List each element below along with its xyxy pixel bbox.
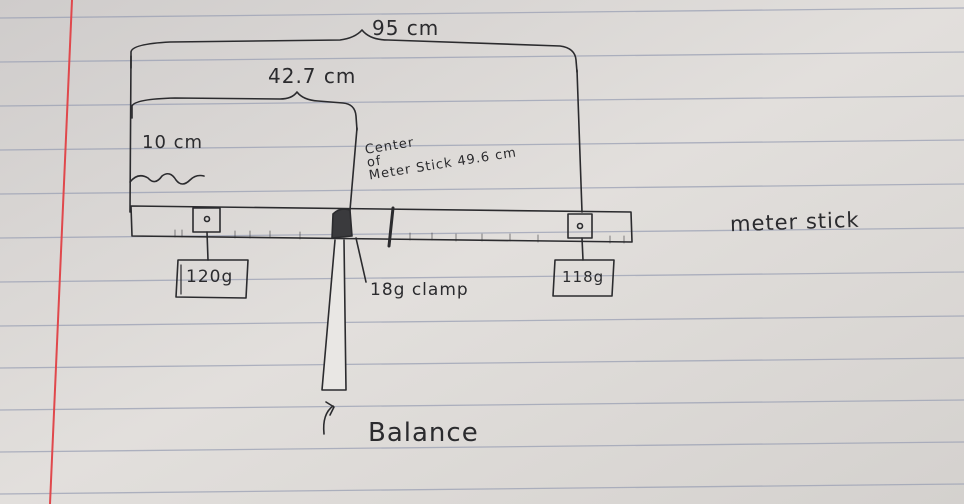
brace-10cm xyxy=(129,172,205,185)
right-clamp xyxy=(567,213,593,239)
stick-ticks xyxy=(174,229,625,244)
meter-stick xyxy=(130,205,633,243)
clamp-pointer xyxy=(355,237,367,283)
margin-line xyxy=(49,0,73,504)
right-clamp-pivot xyxy=(576,222,584,230)
left-hanger xyxy=(206,231,209,261)
label-meter-stick: meter stick xyxy=(729,207,860,237)
center-mark xyxy=(387,206,395,248)
balance-arrow xyxy=(322,401,335,435)
center-clamp xyxy=(331,208,353,239)
label-clamp: 18g clamp xyxy=(370,280,469,300)
label-95cm: 95 cm xyxy=(372,16,440,40)
balance-post xyxy=(321,239,347,391)
label-left-mass: 120g xyxy=(186,267,234,287)
right-mass-box xyxy=(552,259,615,297)
label-42-7cm: 42.7 cm xyxy=(268,64,357,88)
brace-95cm xyxy=(130,29,578,73)
right-end-line xyxy=(576,69,583,213)
brace-42cm xyxy=(131,91,358,131)
center-line xyxy=(349,127,358,211)
left-clamp-pivot xyxy=(203,215,211,223)
label-balance: Balance xyxy=(368,418,479,448)
right-hanger xyxy=(581,237,584,261)
left-mass-box xyxy=(175,259,249,299)
label-right-mass: 118g xyxy=(562,268,605,286)
left-end-line xyxy=(129,55,132,213)
label-10cm: 10 cm xyxy=(142,132,204,153)
